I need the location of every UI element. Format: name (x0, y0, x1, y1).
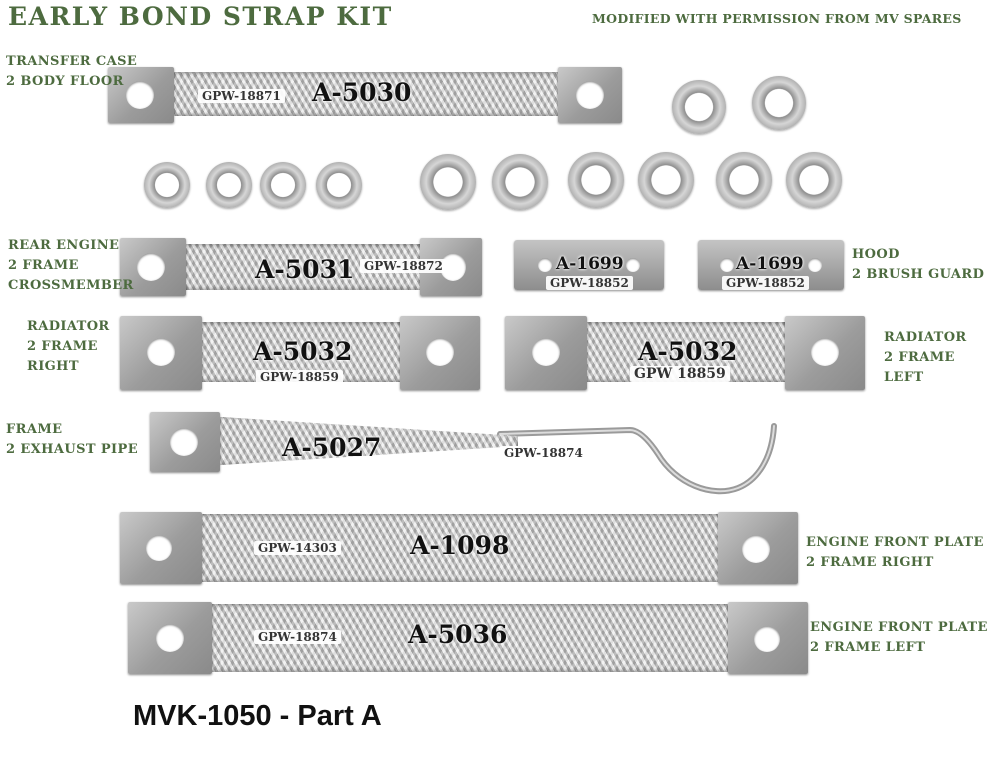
part-number: A-1098 (410, 531, 510, 560)
washer (568, 152, 624, 208)
label-radiator-right: RADIATOR 2 FRAME RIGHT (27, 319, 110, 374)
strap-a5030 (108, 64, 622, 126)
part-number: A-5032 (253, 337, 353, 366)
gpw-number: GPW-14303 (254, 541, 341, 555)
label-rear-engine: REAR ENGINE 2 FRAME CROSSMEMBER (8, 238, 134, 293)
washer (638, 152, 694, 208)
lock-washer (144, 162, 190, 208)
label-engine-front-left: ENGINE FRONT PLATE 2 FRAME LEFT (810, 620, 988, 655)
part-number: A-5030 (312, 78, 412, 107)
gpw-number: GPW-18871 (198, 89, 285, 103)
label-engine-front-right: ENGINE FRONT PLATE 2 FRAME RIGHT (806, 535, 984, 570)
gpw-number: GPW-18852 (546, 276, 633, 290)
gpw-number: GPW 18859 (630, 366, 730, 382)
gpw-number: GPW-18852 (722, 276, 809, 290)
lock-washer (206, 162, 252, 208)
gpw-number: GPW-18874 (500, 446, 587, 460)
gpw-number: GPW-18872 (360, 259, 447, 273)
part-number: A-5036 (408, 620, 508, 649)
label-transfer-case: TRANSFER CASE 2 BODY FLOOR (6, 54, 138, 89)
strap-a5032-left (505, 314, 865, 392)
gpw-number: GPW-18859 (256, 370, 343, 384)
washer (716, 152, 772, 208)
washer (672, 80, 726, 134)
washer (786, 152, 842, 208)
label-hood: HOOD 2 BRUSH GUARD (852, 247, 985, 282)
part-number: A-5032 (638, 337, 738, 366)
part-number: A-1699 (556, 254, 624, 274)
washer (492, 154, 548, 210)
washer (420, 154, 476, 210)
kit-name: MVK-1050 - Part A (133, 700, 382, 732)
strap-a5027 (150, 410, 520, 474)
lock-washer (316, 162, 362, 208)
label-frame-exhaust: FRAME 2 EXHAUST PIPE (6, 422, 139, 457)
lock-washer (260, 162, 306, 208)
label-radiator-left: RADIATOR 2 FRAME LEFT (884, 330, 967, 385)
page-title: EARLY BOND STRAP KIT (8, 2, 393, 31)
part-number: A-5031 (255, 255, 355, 284)
exhaust-pipe-clamp-wire (497, 423, 777, 495)
part-number: A-5027 (282, 433, 382, 462)
credit-line: MODIFIED WITH PERMISSION FROM MV SPARES (592, 11, 962, 26)
gpw-number: GPW-18874 (254, 630, 341, 644)
washer (752, 76, 806, 130)
part-number: A-1699 (736, 254, 804, 274)
